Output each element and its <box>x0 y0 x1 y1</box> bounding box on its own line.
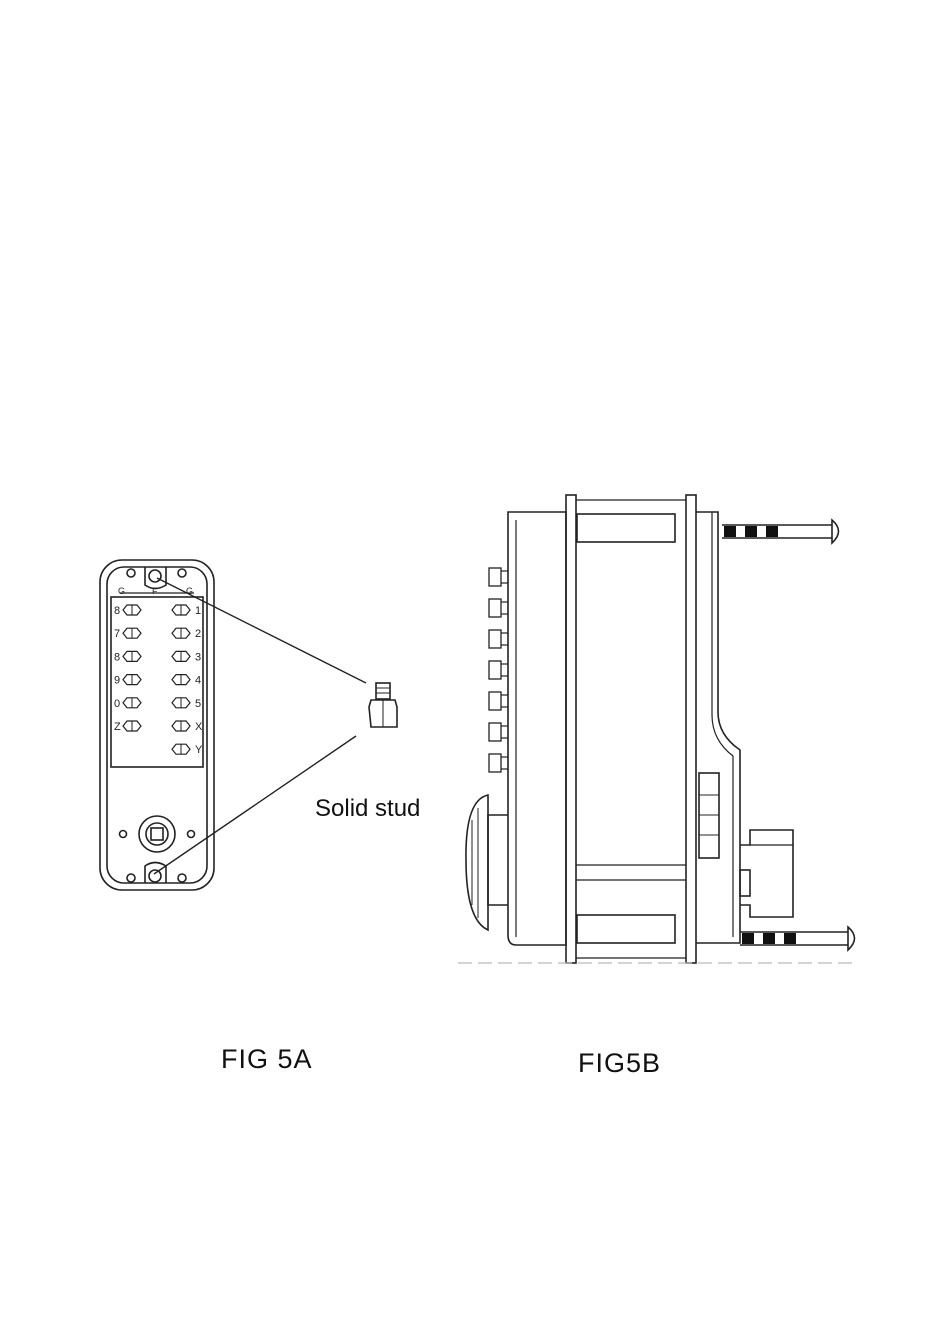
fig-5b-caption: FIG5B <box>578 1048 661 1079</box>
side-button-column <box>489 568 508 772</box>
key-label: 2 <box>195 628 201 640</box>
side-key-button <box>489 754 501 772</box>
key-label: 3 <box>195 651 201 663</box>
top-label-middle: F <box>152 586 158 596</box>
bottom-left-screw <box>127 874 135 882</box>
side-key-button <box>489 599 501 617</box>
keypad-key: 9 <box>114 675 141 687</box>
key-label: 4 <box>195 675 201 687</box>
key-label: 8 <box>114 651 120 663</box>
keypad-key: Z <box>114 721 141 733</box>
side-key-button <box>489 661 501 679</box>
keypad-key: 8 <box>114 605 141 617</box>
bolt-tongue <box>740 870 750 896</box>
key-label: Z <box>114 721 121 733</box>
side-key-button <box>489 692 501 710</box>
bottom-mounting-screw <box>740 927 855 950</box>
side-key-button <box>489 568 501 586</box>
upper-spacer-block <box>577 514 675 542</box>
keypad-key: 4 <box>172 675 201 687</box>
bolt-housing <box>740 830 793 917</box>
keypad-key: 3 <box>172 651 201 663</box>
fig-5a-caption: FIG 5A <box>221 1044 313 1075</box>
key-label: 5 <box>195 698 201 710</box>
knob-handle <box>466 795 488 930</box>
keypad-key: 0 <box>114 698 141 710</box>
door-plate-right <box>686 495 696 963</box>
keypad-key: X <box>172 721 203 733</box>
bottom-screw-head <box>848 927 855 950</box>
keypad-key: 2 <box>172 628 201 640</box>
top-stud-hole <box>149 570 161 582</box>
solid-stud <box>369 683 397 727</box>
top-mounting-screw <box>722 520 839 543</box>
cylinder-left-dot <box>120 831 127 838</box>
keypad-inner-frame <box>107 567 207 883</box>
outer-body <box>508 512 566 945</box>
stud-thread <box>376 683 390 699</box>
cylinder-outer <box>139 816 175 852</box>
cylinder-keyway <box>151 828 163 840</box>
key-label: 8 <box>114 605 120 617</box>
top-left-screw <box>127 569 135 577</box>
keypad-key: 5 <box>172 698 201 710</box>
key-label: Y <box>195 744 203 756</box>
key-label: 1 <box>195 605 201 617</box>
solid-stud-label: Solid stud <box>315 795 420 823</box>
keypad-key: Y <box>172 744 203 756</box>
door-plate-left <box>566 495 576 963</box>
right-key-column: 1 2 3 4 5XY <box>172 605 203 756</box>
key-label: 7 <box>114 628 120 640</box>
top-screw-head <box>832 520 839 543</box>
side-key-button <box>489 630 501 648</box>
key-label: 0 <box>114 698 120 710</box>
key-label: X <box>195 721 203 733</box>
bottom-right-screw <box>178 874 186 882</box>
cylinder-right-dot <box>188 831 195 838</box>
lock-side-view <box>458 495 858 963</box>
knob-stem <box>488 815 508 905</box>
keypad-key: 7 <box>114 628 141 640</box>
top-right-screw <box>178 569 186 577</box>
keypad-key: 1 <box>172 605 201 617</box>
key-label: 9 <box>114 675 120 687</box>
cylinder-inner <box>146 823 168 845</box>
left-key-column: 8 7 8 9 0Z <box>114 605 141 733</box>
top-label-left: G <box>118 586 125 596</box>
keypad-key: 8 <box>114 651 141 663</box>
bottom-stud-hole <box>149 870 161 882</box>
lower-spacer-block <box>577 915 675 943</box>
side-key-button <box>489 723 501 741</box>
